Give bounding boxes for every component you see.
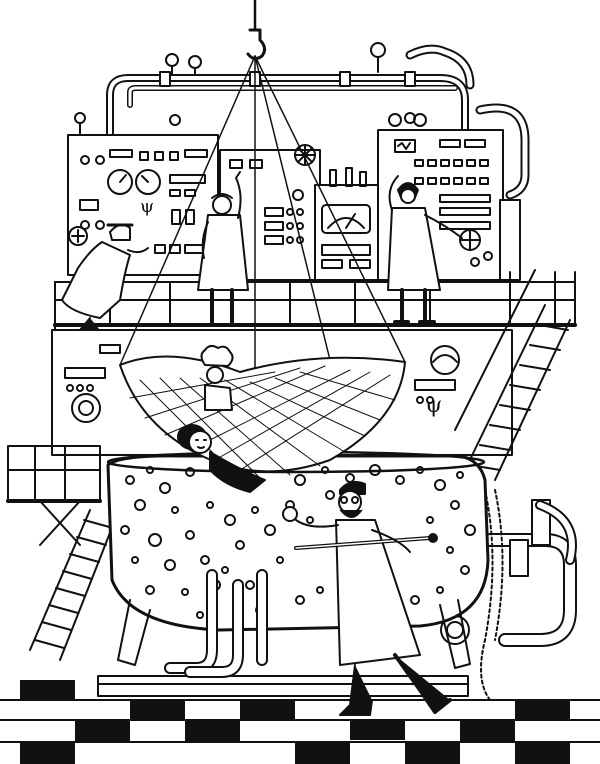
console-dials-left: ψ <box>68 149 208 254</box>
psi-symbol-left: ψ <box>140 196 154 217</box>
worker-center <box>197 171 249 327</box>
cauldron <box>97 450 490 697</box>
left-platform <box>6 445 102 546</box>
chef-figure <box>200 344 234 411</box>
worker-right <box>387 175 463 324</box>
psi-symbol-lower: ψ <box>425 393 442 418</box>
scientist-figure <box>282 481 452 716</box>
right-staircase <box>454 269 571 481</box>
left-ladder <box>29 509 116 661</box>
cauldron-bubbles <box>120 464 476 619</box>
worker-left <box>61 223 149 331</box>
overhead-pipes <box>74 42 530 200</box>
control-console <box>67 129 521 281</box>
crane-hook <box>246 0 267 61</box>
console-dials-right <box>388 113 493 269</box>
person-in-net <box>177 424 266 493</box>
right-pipes <box>440 489 577 701</box>
console-meter-center <box>321 167 371 269</box>
checkered-floor <box>0 680 600 764</box>
console-switches-middle <box>229 144 316 245</box>
drain-pipes <box>164 569 268 678</box>
